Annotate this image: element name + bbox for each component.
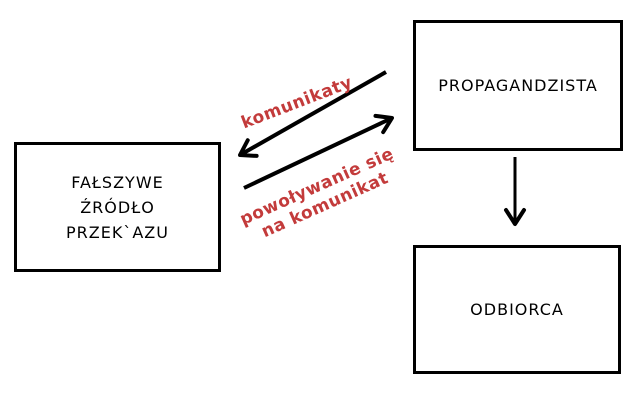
box-propagandist-label: PROPAGANDZISTA xyxy=(438,76,598,95)
box-receiver: ODBIORCA xyxy=(413,245,621,374)
arrow-messages-to-source xyxy=(237,70,387,158)
box-propagandist: PROPAGANDZISTA xyxy=(413,20,623,151)
box-false-source-line3: PRZEK`AZU xyxy=(66,222,169,242)
box-false-source: FAŁSZYWE ŹRÓDŁO PRZEK`AZU xyxy=(14,142,221,272)
box-receiver-label: ODBIORCA xyxy=(470,300,564,319)
box-false-source-line1: FAŁSZYWE xyxy=(71,172,164,192)
box-false-source-line2: ŹRÓDŁO xyxy=(80,197,155,217)
arrow-citing-to-propagandist xyxy=(243,113,394,190)
